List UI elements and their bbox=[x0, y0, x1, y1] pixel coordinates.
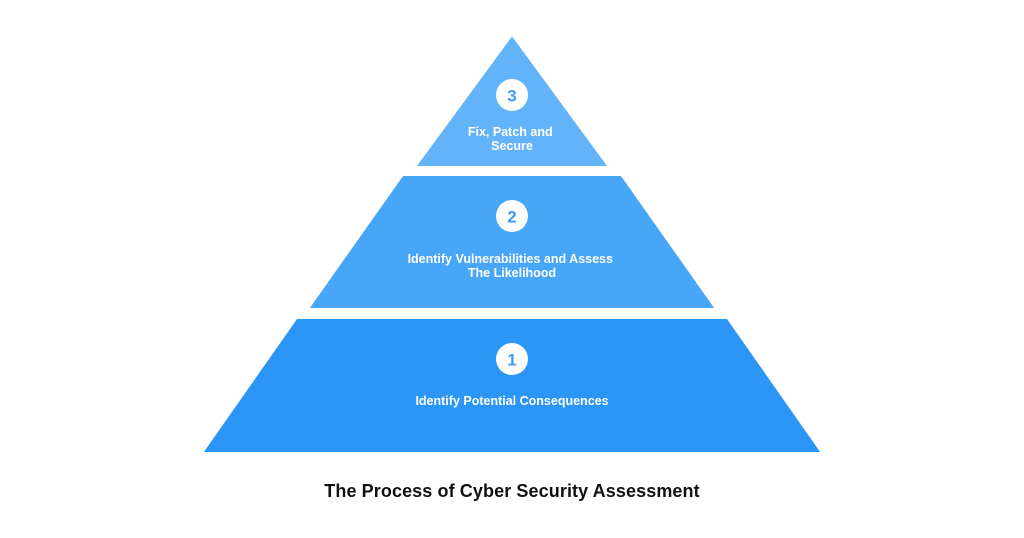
tier-3: 3 Fix, Patch and Secure bbox=[411, 31, 613, 170]
tier-1-number: 1 bbox=[507, 351, 516, 370]
tier-3-label: Fix, Patch and Secure bbox=[468, 125, 556, 153]
tier-1-badge bbox=[496, 343, 528, 375]
tier-1: 1 Identify Potential Consequences bbox=[198, 315, 826, 456]
tier-2-number: 2 bbox=[507, 208, 516, 227]
tier-2: 2 Identify Vulnerabilities and Assess Th… bbox=[304, 172, 720, 312]
tier-2-label: Identify Vulnerabilities and Assess The … bbox=[408, 252, 617, 280]
tier-2-label-line-1: Identify Vulnerabilities and Assess bbox=[408, 252, 613, 266]
tier-2-shape bbox=[304, 172, 720, 312]
tier-3-label-line-1: Fix, Patch and bbox=[468, 125, 553, 139]
tier-2-badge bbox=[496, 200, 528, 232]
diagram-title: The Process of Cyber Security Assessment bbox=[324, 481, 700, 501]
tier-2-label-line-2: The Likelihood bbox=[468, 266, 556, 280]
tier-1-shape bbox=[198, 315, 826, 456]
pyramid-graphic: 3 Fix, Patch and Secure 2 Identify Vulne… bbox=[198, 31, 826, 456]
tier-3-badge bbox=[496, 79, 528, 111]
tier-3-number: 3 bbox=[507, 87, 516, 106]
tier-1-label: Identify Potential Consequences bbox=[415, 394, 608, 408]
tier-1-label-line-1: Identify Potential Consequences bbox=[415, 394, 608, 408]
tier-3-label-line-2: Secure bbox=[491, 139, 533, 153]
